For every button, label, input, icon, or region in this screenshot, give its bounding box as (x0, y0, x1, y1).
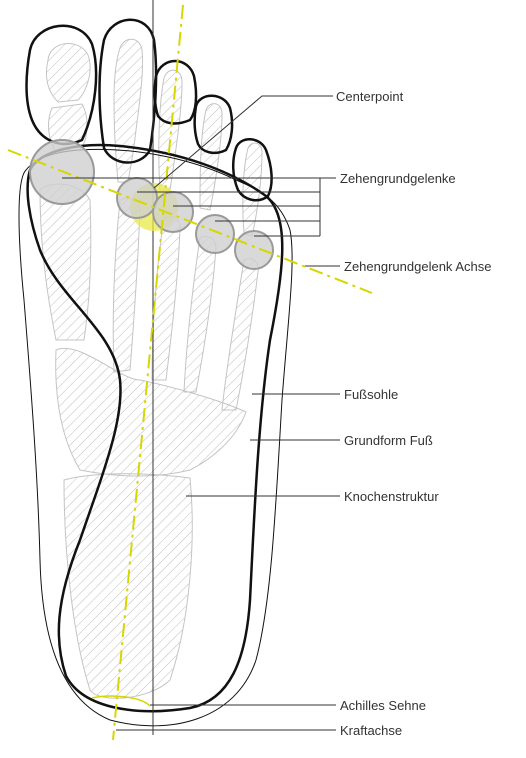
big-toe-distal-bone (46, 44, 90, 102)
calcaneus-bone (64, 474, 192, 699)
tarsal-bones (56, 348, 246, 476)
label-achilles-sehne: Achilles Sehne (340, 698, 426, 713)
label-centerpoint: Centerpoint (336, 89, 404, 104)
label-fusssohle: Fußsohle (344, 387, 398, 402)
label-zehengrundgelenke: Zehengrundgelenke (340, 171, 456, 186)
third-toe-bones (159, 70, 182, 190)
label-zehengrundgelenk-achse: Zehengrundgelenk Achse (344, 259, 491, 274)
metatarsal-3 (152, 216, 180, 380)
label-knochenstruktur: Knochenstruktur (344, 489, 439, 504)
metatarsal-2 (113, 198, 140, 372)
fifth-toe-bones (243, 143, 262, 236)
metatarsal-1 (40, 184, 91, 340)
label-grundform-fuss: Grundform Fuß (344, 433, 433, 448)
metatarsal-4 (184, 236, 216, 392)
label-kraftachse: Kraftachse (340, 723, 402, 738)
fourth-toe-bones (200, 104, 222, 210)
joint-3 (153, 192, 193, 232)
metatarsal-5 (222, 259, 258, 410)
joint-2 (117, 178, 157, 218)
joint-5 (235, 231, 273, 269)
